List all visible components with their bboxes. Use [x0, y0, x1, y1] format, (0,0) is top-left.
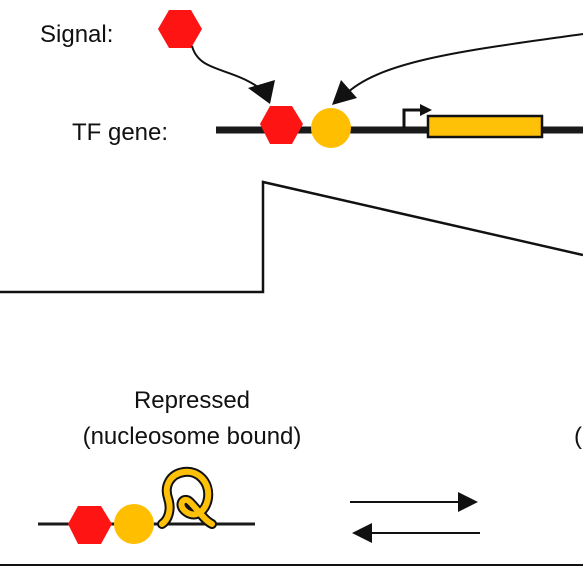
response-trace: [0, 180, 583, 294]
promoter-arrow-icon: [402, 104, 432, 128]
tf-binding-arrow: [344, 33, 583, 96]
signal-arrowhead: [248, 80, 275, 104]
repressed-sublabel: (nucleosome bound): [83, 423, 302, 450]
repressed-label: Repressed: [134, 387, 250, 414]
tf-arrowhead: [332, 80, 357, 105]
bound-signal-hexagon-icon: [260, 106, 303, 144]
signal-hexagon-icon: [158, 10, 202, 48]
repressed-signal-hexagon-icon: [68, 506, 112, 544]
signal-label: Signal:: [40, 21, 113, 48]
tf-circle-icon: [311, 108, 351, 148]
reverse-arrowhead: [352, 523, 372, 543]
nucleosome-loop-icon: [157, 466, 217, 529]
cutoff-paren-label: (: [574, 423, 582, 450]
tf-gene-label: TF gene:: [72, 119, 168, 146]
gene-box: [426, 114, 544, 139]
forward-arrowhead: [458, 492, 478, 512]
repressed-tf-circle-icon: [114, 504, 154, 544]
